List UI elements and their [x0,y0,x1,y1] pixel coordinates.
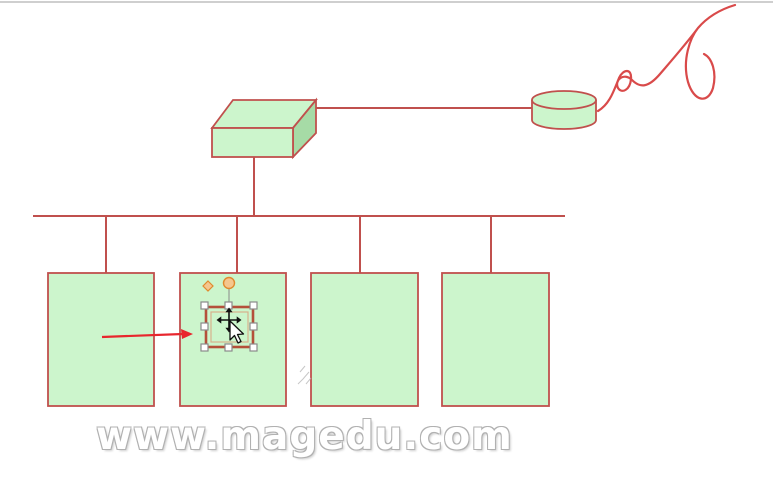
handle-top-center[interactable] [224,301,233,310]
selection-handles[interactable] [200,301,258,352]
red-annotation-arrow [101,329,193,339]
watermark-text: www.magedu.com [96,414,513,459]
handle-bottom-center[interactable] [224,343,233,352]
computer-node-1[interactable] [47,272,155,407]
faint-smudge [297,365,312,385]
move-cursor-icon [216,307,242,333]
database-cylinder[interactable] [531,90,597,130]
adjustment-handle[interactable] [202,280,214,292]
computer-node-3[interactable] [310,272,419,407]
handwritten-scribble [596,3,737,113]
computer-node-4[interactable] [441,272,550,407]
handle-mid-left[interactable] [200,322,209,331]
handle-bottom-left[interactable] [200,343,209,352]
mouse-pointer-icon [229,320,245,344]
rotation-handle[interactable] [222,276,236,290]
handle-top-right[interactable] [249,301,258,310]
database-top [531,90,597,110]
network-hub[interactable] [210,97,318,160]
hub-front-face [211,127,294,158]
handle-bottom-right[interactable] [249,343,258,352]
handle-top-left[interactable] [200,301,209,310]
handle-mid-right[interactable] [249,322,258,331]
